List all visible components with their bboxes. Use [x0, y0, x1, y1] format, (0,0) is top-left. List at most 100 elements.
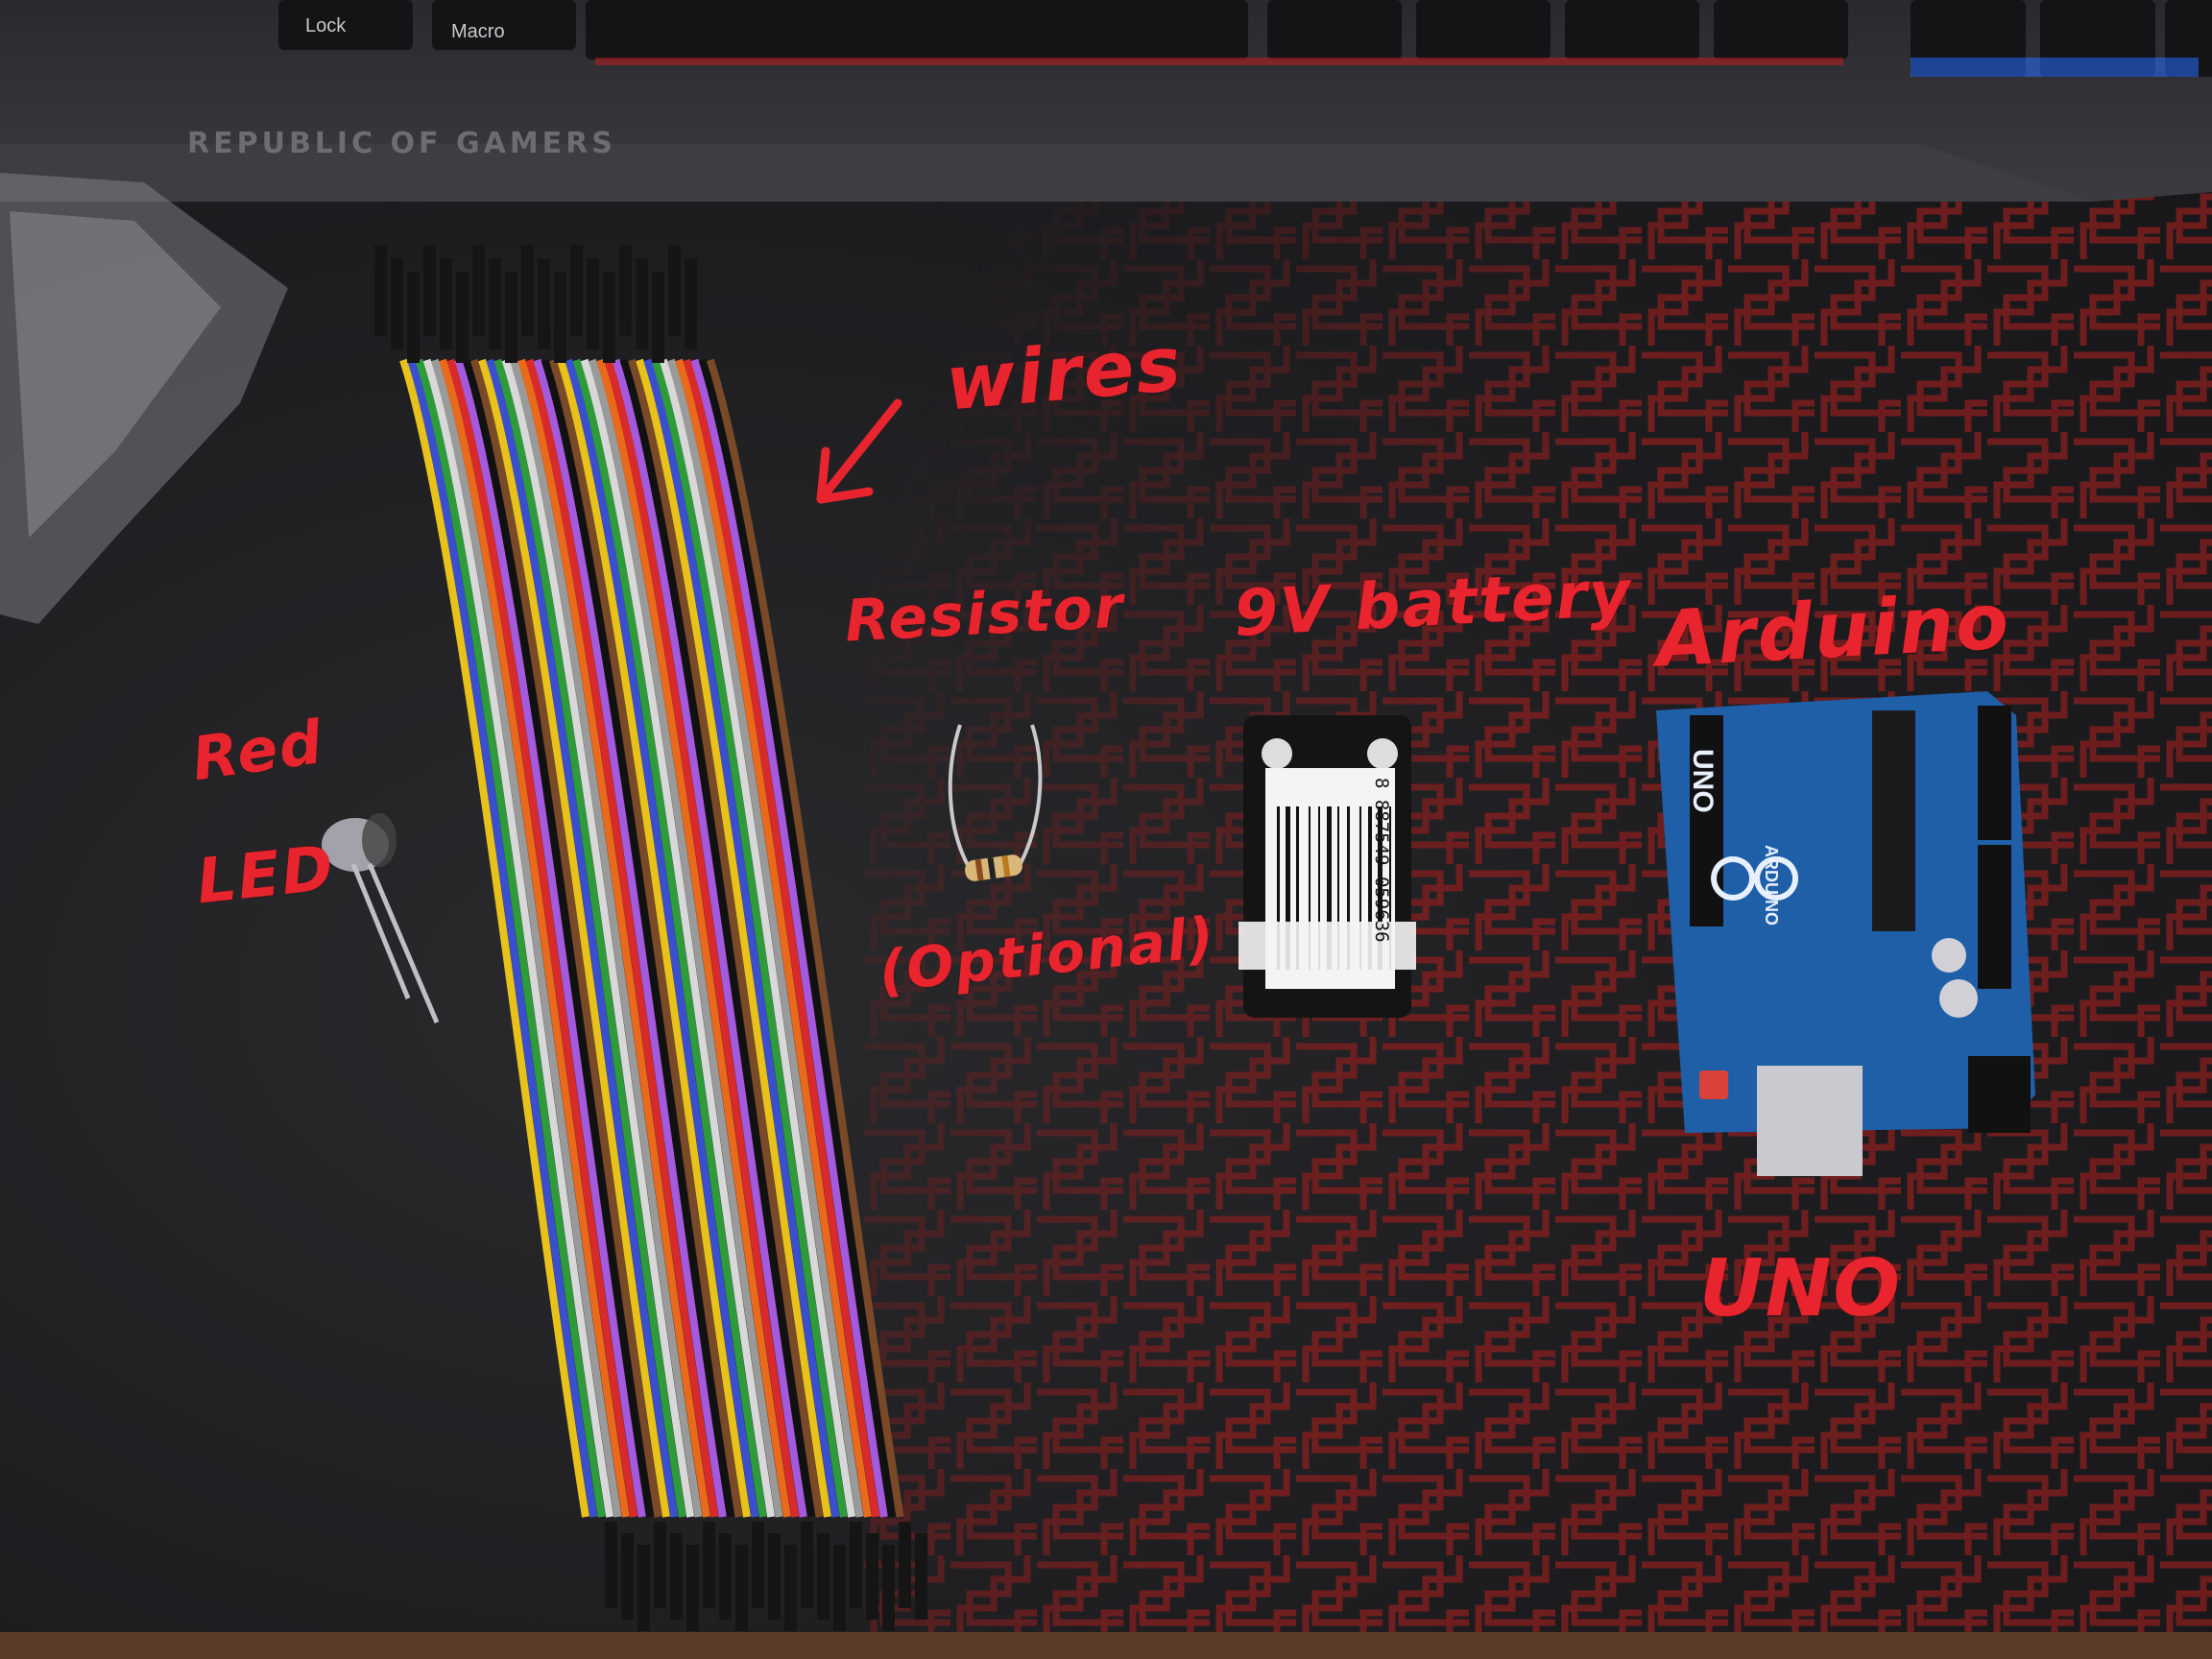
- jumper-wire: [446, 358, 638, 1518]
- jumper-wire-bundle: [374, 245, 927, 1631]
- wire-connector-top: [521, 245, 534, 336]
- jumper-wire: [596, 358, 791, 1518]
- jumper-wire: [698, 358, 897, 1518]
- wire-connector-bottom: [686, 1545, 699, 1631]
- wire-connector-bottom: [735, 1545, 748, 1631]
- jumper-wire: [651, 358, 848, 1518]
- keyboard: [0, 0, 2212, 202]
- wire-connector-top: [685, 258, 697, 349]
- barcode-bar: [1277, 806, 1280, 970]
- wire-connector-top: [423, 245, 436, 336]
- wire-connector-top: [554, 272, 566, 363]
- barcode-bar: [1286, 806, 1290, 970]
- resistor: [948, 724, 1043, 881]
- barcode-bar: [1359, 806, 1361, 970]
- wire-connector-top: [587, 258, 599, 349]
- wire-connector-bottom: [817, 1533, 830, 1620]
- wire-connector-bottom: [670, 1533, 683, 1620]
- jumper-wire: [399, 358, 589, 1518]
- jumper-wire: [501, 358, 695, 1518]
- jumper-wire: [572, 358, 767, 1518]
- wire-connector-bottom: [621, 1533, 634, 1620]
- jumper-wire: [604, 358, 800, 1518]
- wire-connector-top: [652, 272, 664, 363]
- red-led: [322, 813, 440, 1023]
- wire-connector-bottom: [833, 1545, 846, 1631]
- wire-connector-bottom: [654, 1522, 666, 1608]
- battery-barcode-number: 8 887549 059636: [1371, 778, 1392, 943]
- wire-connector-top: [374, 245, 387, 336]
- jumper-wire: [525, 358, 719, 1518]
- wire-connector-bottom: [899, 1522, 911, 1608]
- arduino-uno-board: [1656, 691, 2035, 1176]
- wire-connector-bottom: [882, 1545, 895, 1631]
- jumper-wire: [619, 358, 816, 1518]
- jumper-wire: [478, 358, 670, 1518]
- key-label-macro: Macro: [451, 21, 505, 42]
- wire-connector-top: [391, 258, 403, 349]
- jumper-wire: [533, 358, 727, 1518]
- wire-connector-top: [668, 245, 681, 336]
- jumper-wire: [683, 358, 880, 1518]
- jumper-wire: [565, 358, 759, 1518]
- wire-connector-top: [538, 258, 550, 349]
- barcode-bar: [1378, 806, 1382, 970]
- jumper-wire: [509, 358, 703, 1518]
- barcode-bar: [1347, 806, 1350, 970]
- jumper-wire: [588, 358, 783, 1518]
- jumper-wire: [612, 358, 807, 1518]
- wire-connector-bottom: [768, 1533, 781, 1620]
- barcode-bar: [1337, 806, 1339, 970]
- wire-connector-top: [636, 258, 648, 349]
- wire-connector-bottom: [784, 1545, 797, 1631]
- jumper-wire: [486, 358, 679, 1518]
- jumper-wire: [407, 358, 598, 1518]
- wire-connector-top: [440, 258, 452, 349]
- jumper-wire: [580, 358, 776, 1518]
- wire-connector-bottom: [801, 1522, 813, 1608]
- jumper-wire: [675, 358, 872, 1518]
- wire-connector-top: [472, 245, 485, 336]
- board-logo: UNO: [1687, 749, 1719, 813]
- wire-connector-bottom: [866, 1533, 878, 1620]
- jumper-wire: [422, 358, 614, 1518]
- wire-connector-bottom: [752, 1522, 764, 1608]
- jumper-wire: [548, 358, 743, 1518]
- desk-edge: [0, 1632, 2212, 1659]
- wire-connector-bottom: [719, 1533, 732, 1620]
- wire-connector-top: [489, 258, 501, 349]
- wire-connector-top: [570, 245, 583, 336]
- jumper-wire: [439, 358, 630, 1518]
- wire-connector-bottom: [915, 1533, 927, 1620]
- nine-volt-battery: [1238, 715, 1416, 1018]
- wire-connector-top: [603, 272, 615, 363]
- barcode-bar: [1309, 806, 1310, 970]
- annotation-arduino: Arduino: [1653, 576, 2013, 685]
- wire-connector-top: [456, 272, 469, 363]
- wire-connector-top: [505, 272, 517, 363]
- board-name: ARDUINO: [1762, 845, 1781, 926]
- jumper-wire: [627, 358, 824, 1518]
- wire-connector-bottom: [637, 1545, 650, 1631]
- wire-connector-bottom: [605, 1522, 617, 1608]
- keyboard-brand: REPUBLIC OF GAMERS: [187, 127, 616, 160]
- barcode-bar: [1389, 806, 1391, 970]
- wire-connector-bottom: [703, 1522, 715, 1608]
- wire-connector-bottom: [850, 1522, 862, 1608]
- jumper-wire: [659, 358, 856, 1518]
- jumper-wire: [454, 358, 646, 1518]
- jumper-wire: [430, 358, 622, 1518]
- annotation-uno: UNO: [1699, 1243, 1902, 1334]
- jumper-wire: [636, 358, 831, 1518]
- jumper-wire: [690, 358, 888, 1518]
- jumper-wire: [517, 358, 710, 1518]
- plastic-bag: [0, 173, 288, 624]
- jumper-wire: [643, 358, 840, 1518]
- jumper-wire: [415, 358, 606, 1518]
- barcode-bar: [1327, 806, 1332, 970]
- annotation-led: LED: [193, 832, 339, 919]
- jumper-wire: [493, 358, 686, 1518]
- jumper-wire: [469, 358, 662, 1518]
- jumper-wire: [706, 358, 904, 1518]
